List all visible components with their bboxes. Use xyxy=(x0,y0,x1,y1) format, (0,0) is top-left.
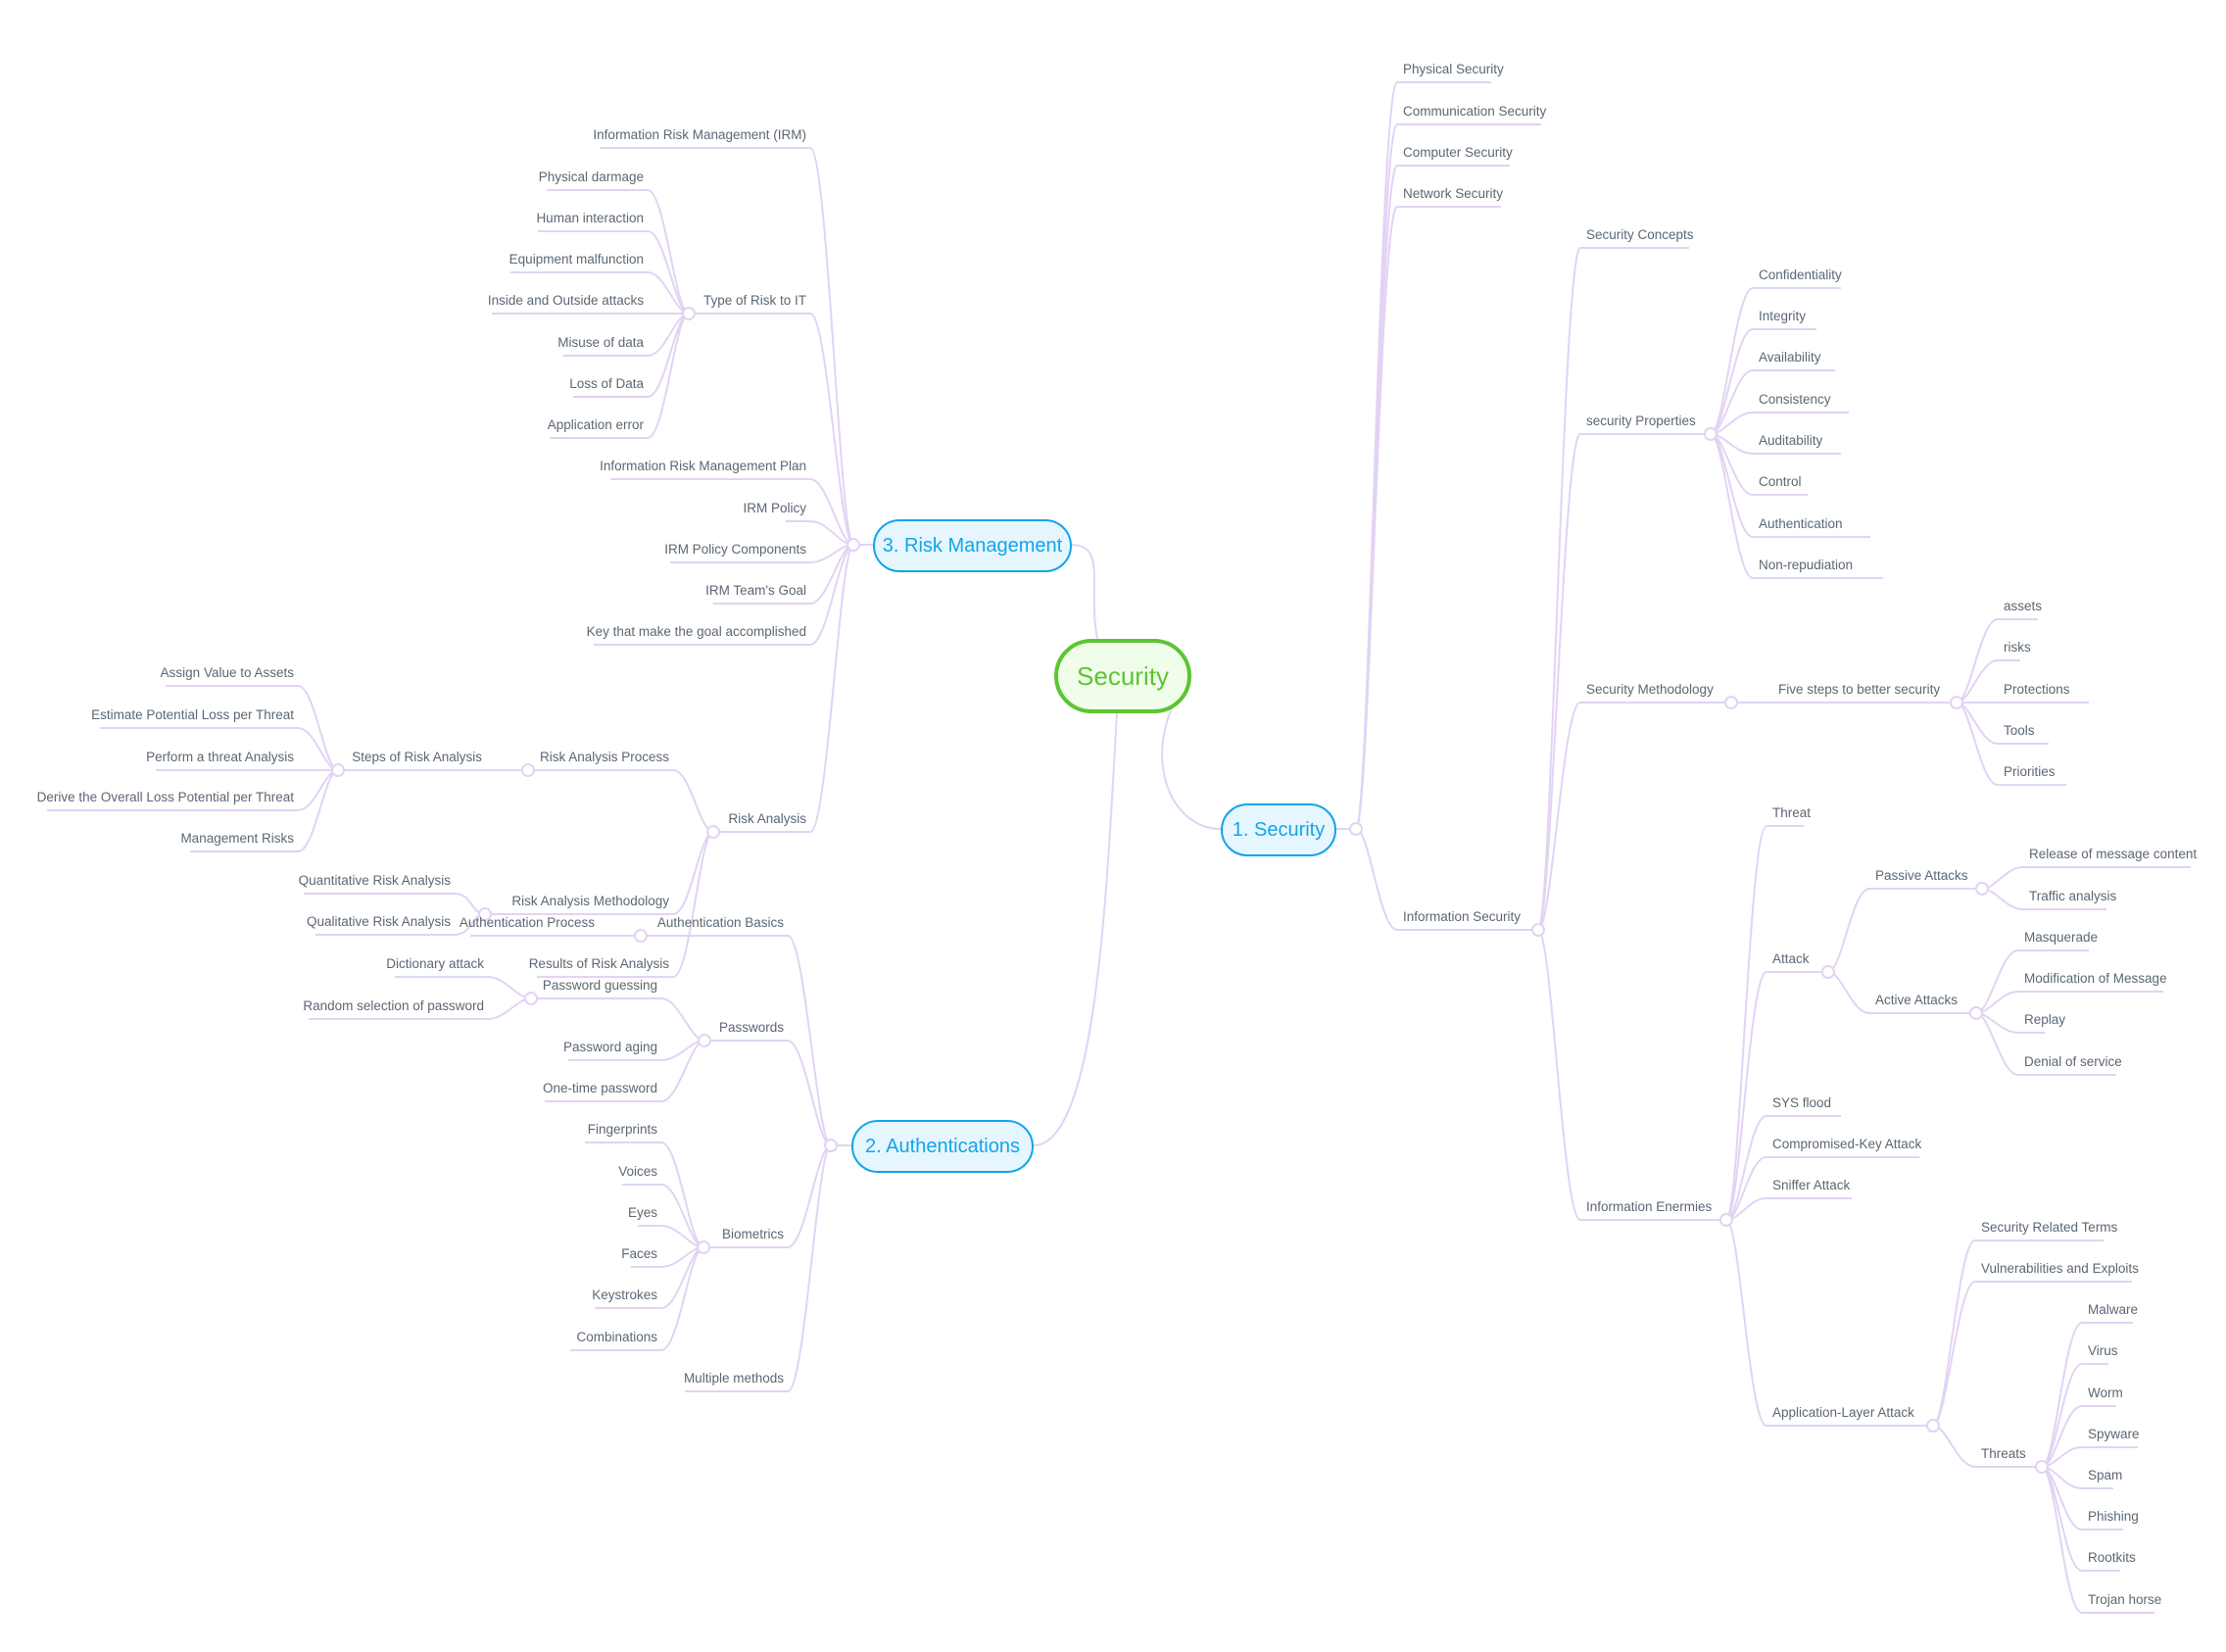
node-threat[interactable]: Threat xyxy=(1772,805,1812,820)
node-network-security[interactable]: Network Security xyxy=(1403,186,1504,201)
node-information-enermies[interactable]: Information Enermies xyxy=(1586,1199,1713,1214)
node-physical-security[interactable]: Physical Security xyxy=(1403,62,1504,76)
node-assets[interactable]: assets xyxy=(2004,599,2043,613)
node-modification-of-message[interactable]: Modification of Message xyxy=(2024,971,2167,986)
topic-authentications[interactable]: 2. Authentications xyxy=(851,1120,1034,1173)
node-inside-and-outside-attacks[interactable]: Inside and Outside attacks xyxy=(487,293,644,308)
node-auditability[interactable]: Auditability xyxy=(1759,433,1823,448)
node-denial-of-service[interactable]: Denial of service xyxy=(2024,1054,2122,1069)
node-priorities[interactable]: Priorities xyxy=(2004,764,2056,779)
node-attack[interactable]: Attack xyxy=(1772,951,1810,966)
node-security-methodology[interactable]: Security Methodology xyxy=(1586,682,1714,697)
node-sys-flood[interactable]: SYS flood xyxy=(1772,1095,1832,1110)
node-eyes[interactable]: Eyes xyxy=(627,1205,657,1220)
node-dictionary-attack[interactable]: Dictionary attack xyxy=(386,956,484,971)
node-biometrics[interactable]: Biometrics xyxy=(721,1227,784,1241)
node-security-concepts[interactable]: Security Concepts xyxy=(1586,227,1694,242)
node-spyware[interactable]: Spyware xyxy=(2088,1427,2140,1441)
node-irm-policy[interactable]: IRM Policy xyxy=(743,501,806,515)
node-communication-security[interactable]: Communication Security xyxy=(1403,104,1547,119)
node-faces[interactable]: Faces xyxy=(621,1246,657,1261)
node-consistency[interactable]: Consistency xyxy=(1759,392,1831,407)
node-assign-value-to-assets[interactable]: Assign Value to Assets xyxy=(160,665,294,680)
root-topic-label: Security xyxy=(1077,660,1169,691)
node-threats[interactable]: Threats xyxy=(1981,1446,2026,1461)
node-qualitative-risk-analysis[interactable]: Qualitative Risk Analysis xyxy=(306,914,451,929)
node-computer-security[interactable]: Computer Security xyxy=(1403,145,1513,160)
node-passive-attacks[interactable]: Passive Attacks xyxy=(1875,868,1968,883)
node-voices[interactable]: Voices xyxy=(618,1164,657,1179)
node-malware[interactable]: Malware xyxy=(2088,1302,2139,1317)
node-quantitative-risk-analysis[interactable]: Quantitative Risk Analysis xyxy=(298,873,451,888)
node-worm[interactable]: Worm xyxy=(2088,1385,2123,1400)
node-keystrokes[interactable]: Keystrokes xyxy=(592,1288,657,1302)
node-application-layer-attack[interactable]: Application-Layer Attack xyxy=(1772,1405,1914,1420)
node-vulnerabilities-and-exploits[interactable]: Vulnerabilities and Exploits xyxy=(1981,1261,2139,1276)
node-key-that-make-the-goal-accomplished[interactable]: Key that make the goal accomplished xyxy=(586,624,806,639)
node-derive-the-overall-loss-potential-per-threat[interactable]: Derive the Overall Loss Potential per Th… xyxy=(36,790,294,804)
node-multiple-methods[interactable]: Multiple methods xyxy=(683,1371,784,1385)
node-spam[interactable]: Spam xyxy=(2088,1468,2123,1482)
node-security-related-terms[interactable]: Security Related Terms xyxy=(1981,1220,2118,1235)
node-risk-analysis[interactable]: Risk Analysis xyxy=(728,811,806,826)
node-fingerprints[interactable]: Fingerprints xyxy=(587,1122,657,1137)
topic-label: 1. Security xyxy=(1232,818,1326,841)
node-irm-team-s-goal[interactable]: IRM Team's Goal xyxy=(705,583,806,598)
node-password-guessing[interactable]: Password guessing xyxy=(542,978,657,993)
node-authentication-process[interactable]: Authentication Process xyxy=(459,915,595,930)
node-rootkits[interactable]: Rootkits xyxy=(2088,1550,2136,1565)
node-replay[interactable]: Replay xyxy=(2024,1012,2066,1027)
node-results-of-risk-analysis[interactable]: Results of Risk Analysis xyxy=(528,956,669,971)
node-random-selection-of-password[interactable]: Random selection of password xyxy=(303,998,484,1013)
node-risks[interactable]: risks xyxy=(2004,640,2031,655)
node-traffic-analysis[interactable]: Traffic analysis xyxy=(2029,889,2117,903)
node-perform-a-threat-analysis[interactable]: Perform a threat Analysis xyxy=(146,750,294,764)
node-human-interaction[interactable]: Human interaction xyxy=(536,211,644,225)
node-misuse-of-data[interactable]: Misuse of data xyxy=(557,335,644,350)
node-confidentiality[interactable]: Confidentiality xyxy=(1759,267,1842,282)
node-integrity[interactable]: Integrity xyxy=(1759,309,1807,323)
node-passwords[interactable]: Passwords xyxy=(718,1020,784,1035)
node-one-time-password[interactable]: One-time password xyxy=(542,1081,657,1095)
node-compromised-key-attack[interactable]: Compromised-Key Attack xyxy=(1772,1137,1922,1151)
node-five-steps-to-better-security[interactable]: Five steps to better security xyxy=(1778,682,1941,697)
node-combinations[interactable]: Combinations xyxy=(576,1330,657,1344)
root-topic-security[interactable]: Security xyxy=(1054,639,1191,713)
node-security-properties[interactable]: security Properties xyxy=(1586,413,1696,428)
node-authentication-basics[interactable]: Authentication Basics xyxy=(656,915,784,930)
node-application-error[interactable]: Application error xyxy=(547,417,644,432)
node-protections[interactable]: Protections xyxy=(2004,682,2070,697)
node-trojan-horse[interactable]: Trojan horse xyxy=(2088,1592,2162,1607)
node-physical-darmage[interactable]: Physical darmage xyxy=(538,170,644,184)
topic-label: 2. Authentications xyxy=(865,1135,1020,1157)
topic-security[interactable]: 1. Security xyxy=(1221,803,1336,856)
node-information-risk-management-plan[interactable]: Information Risk Management Plan xyxy=(600,459,806,473)
node-risk-analysis-process[interactable]: Risk Analysis Process xyxy=(539,750,669,764)
node-estimate-potential-loss-per-threat[interactable]: Estimate Potential Loss per Threat xyxy=(91,707,294,722)
topic-risk-management[interactable]: 3. Risk Management xyxy=(873,519,1072,572)
node-steps-of-risk-analysis[interactable]: Steps of Risk Analysis xyxy=(352,750,482,764)
node-control[interactable]: Control xyxy=(1759,474,1802,489)
node-irm-policy-components[interactable]: IRM Policy Components xyxy=(664,542,806,557)
node-type-of-risk-to-it[interactable]: Type of Risk to IT xyxy=(702,293,806,308)
node-non-repudiation[interactable]: Non-repudiation xyxy=(1759,558,1854,572)
node-tools[interactable]: Tools xyxy=(2004,723,2035,738)
node-management-risks[interactable]: Management Risks xyxy=(180,831,294,846)
node-release-of-message-content[interactable]: Release of message content xyxy=(2029,847,2198,861)
node-virus[interactable]: Virus xyxy=(2088,1343,2118,1358)
node-phishing[interactable]: Phishing xyxy=(2088,1509,2139,1524)
node-password-aging[interactable]: Password aging xyxy=(562,1040,657,1054)
node-risk-analysis-methodology[interactable]: Risk Analysis Methodology xyxy=(511,894,669,908)
node-sniffer-attack[interactable]: Sniffer Attack xyxy=(1772,1178,1851,1192)
node-authentication[interactable]: Authentication xyxy=(1759,516,1843,531)
topic-label: 3. Risk Management xyxy=(882,534,1063,557)
node-loss-of-data[interactable]: Loss of Data xyxy=(569,376,644,391)
node-information-security[interactable]: Information Security xyxy=(1403,909,1522,924)
node-active-attacks[interactable]: Active Attacks xyxy=(1875,993,1959,1007)
node-masquerade[interactable]: Masquerade xyxy=(2024,930,2099,945)
node-availability[interactable]: Availability xyxy=(1759,350,1821,364)
node-equipment-malfunction[interactable]: Equipment malfunction xyxy=(508,252,644,267)
node-information-risk-management-irm[interactable]: Information Risk Management (IRM) xyxy=(593,127,806,142)
